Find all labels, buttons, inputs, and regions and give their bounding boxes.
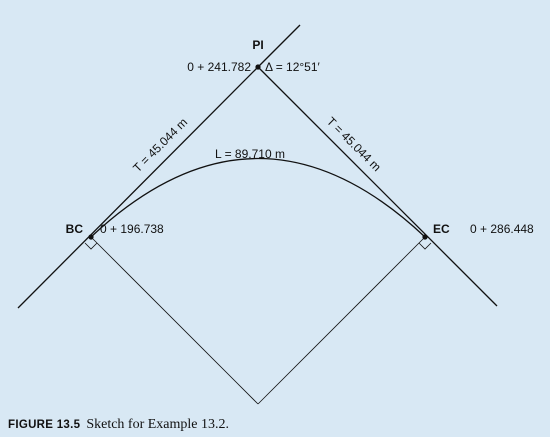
circular-curve-arc: [90, 158, 426, 238]
right-angle-mark-ec: [418, 242, 432, 250]
ec-station-label: 0 + 286.448: [470, 222, 534, 236]
bc-label: BC: [66, 222, 84, 236]
forward-tangent-line: [257, 66, 498, 307]
figure-caption: FIGURE 13.5 Sketch for Example 13.2.: [8, 416, 229, 433]
pi-point: [255, 64, 261, 70]
bc-point: [88, 234, 94, 240]
ec-label: EC: [433, 222, 450, 236]
figure-caption-text: Sketch for Example 13.2.: [86, 417, 230, 432]
bc-station-label: 0 + 196.738: [100, 222, 164, 236]
pi-station-label: 0 + 241.782: [187, 60, 251, 74]
tangent-length-label-left: T = 45.044 m: [130, 115, 190, 175]
radius-line-ec: [257, 236, 426, 405]
figure-number: FIGURE 13.5: [8, 419, 81, 431]
delta-angle-label: Δ = 12°51′: [265, 60, 321, 74]
pi-label: PI: [252, 38, 263, 52]
back-tangent-extension: [257, 24, 301, 68]
arc-length-label: L = 89.710 m: [215, 147, 285, 161]
back-tangent-line: [17, 66, 259, 309]
radius-line-bc: [90, 236, 259, 405]
right-angle-mark-bc: [84, 242, 98, 250]
ec-point: [422, 234, 428, 240]
tangent-length-label-right: T = 45.044 m: [324, 114, 384, 174]
